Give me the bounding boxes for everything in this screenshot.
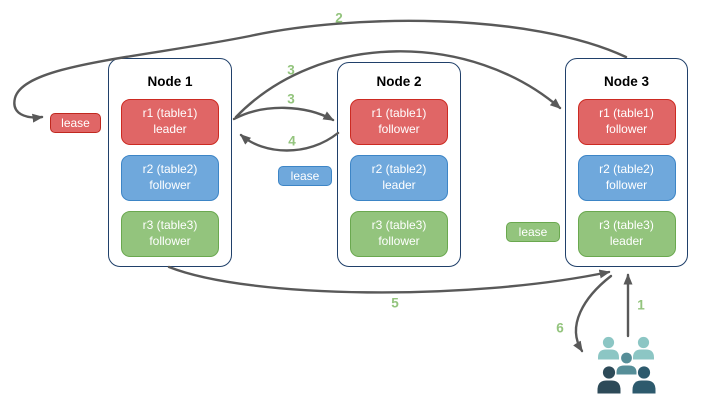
step-label-5: 5 — [391, 295, 399, 311]
replica-r3-node2: r3 (table3) follower — [350, 211, 448, 257]
replica-r2-node3: r2 (table2) follower — [577, 155, 676, 201]
node-2-title: Node 2 — [376, 74, 422, 89]
arrow-5-node1-to-node3 — [167, 265, 611, 294]
node-1-box: Node 1 r1 (table1) leader r2 (table2) fo… — [108, 58, 232, 267]
node-3-box: Node 3 r1 (table1) follower r2 (table2) … — [565, 58, 688, 267]
node-3-replicas: r1 (table1) follower r2 (table2) followe… — [577, 99, 676, 257]
step-label-6: 6 — [556, 320, 564, 336]
lease-tag-r1: lease — [50, 113, 101, 133]
step-label-4: 4 — [288, 133, 296, 149]
node-1-title: Node 1 — [147, 74, 193, 89]
arrow-6-node3-to-users — [573, 274, 613, 353]
replica-role: follower — [378, 234, 420, 248]
node-2-replicas: r1 (table1) follower r2 (table2) leader … — [350, 99, 448, 257]
lease-tag-r3: lease — [506, 222, 560, 242]
node-2-box: Node 2 r1 (table1) follower r2 (table2) … — [337, 62, 461, 267]
replica-role: leader — [609, 234, 644, 248]
users-group-icon — [597, 336, 656, 394]
replica-name: r1 (table1) — [599, 106, 654, 121]
replica-name: r2 (table2) — [599, 162, 654, 177]
replica-name: r1 (table1) — [371, 106, 427, 121]
replica-name: r3 (table3) — [599, 218, 654, 233]
step-label-1: 1 — [637, 297, 645, 313]
replica-name: r3 (table3) — [371, 218, 427, 233]
arrow-2-node3-to-lease1 — [13, 19, 628, 123]
lease-tag-label: lease — [518, 225, 548, 239]
lease-tag-label: lease — [290, 169, 320, 183]
replica-name: r2 (table2) — [142, 162, 198, 177]
lease-tag-label: lease — [61, 116, 90, 130]
replica-role: follower — [149, 178, 191, 192]
replica-r1-node3: r1 (table1) follower — [577, 99, 676, 145]
replica-name: r1 (table1) — [142, 106, 198, 121]
step-label-3a: 3 — [287, 62, 295, 78]
replica-role: follower — [149, 234, 191, 248]
replica-role: follower — [378, 122, 420, 136]
replica-r3-node3: r3 (table3) leader — [577, 211, 676, 257]
replica-role: leader — [153, 122, 187, 136]
replica-r3-node1: r3 (table3) follower — [121, 211, 219, 257]
replica-name: r2 (table2) — [371, 162, 427, 177]
replica-role: leader — [382, 178, 416, 192]
replica-role: follower — [605, 122, 648, 136]
replica-r2-node2: r2 (table2) leader — [350, 155, 448, 201]
lease-tag-r2: lease — [278, 166, 332, 186]
replica-role: follower — [605, 178, 648, 192]
replica-r1-node1: r1 (table1) leader — [121, 99, 219, 145]
replica-r2-node1: r2 (table2) follower — [121, 155, 219, 201]
step-label-2: 2 — [335, 10, 343, 26]
replica-name: r3 (table3) — [142, 218, 198, 233]
step-label-3b: 3 — [287, 91, 295, 107]
replica-r1-node2: r1 (table1) follower — [350, 99, 448, 145]
arrow-3-node1-to-node2 — [232, 106, 335, 122]
node-1-replicas: r1 (table1) leader r2 (table2) follower … — [121, 99, 219, 257]
node-3-title: Node 3 — [603, 74, 649, 89]
